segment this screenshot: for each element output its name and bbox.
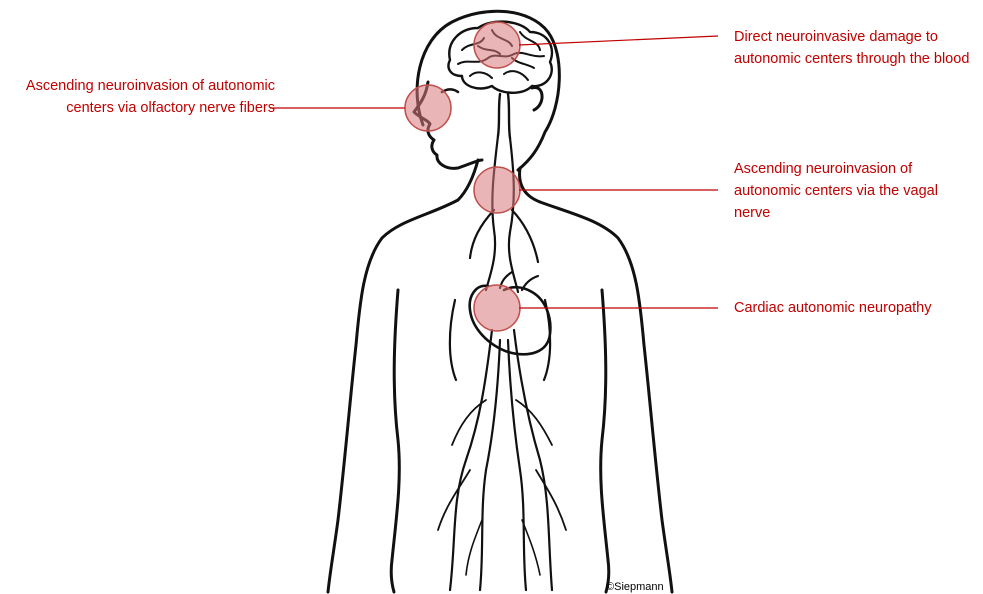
nerve-branch-neck-left [470,210,494,258]
callout-cardiac-neuropathy: Cardiac autonomic neuropathy [734,297,980,319]
nerve-branch-b [480,340,500,590]
callout-vagal-neuroinvasion: Ascending neuroinvasion of autonomic cen… [734,158,974,224]
nerve-twig-5 [466,520,482,575]
nerve-branch-c [508,340,526,590]
neck-back [520,168,540,202]
nerve-twig-4 [536,470,566,530]
brainstem [498,94,510,138]
callout-blood-damage: Direct neuroinvasive damage to autonomic… [734,26,980,70]
ear-outline [532,87,542,110]
right-torso-side [601,290,609,592]
left-shoulder-arm [328,200,458,592]
copyright-notice: ©Siepmann [606,580,664,594]
highlight-olfactory [405,85,451,131]
highlight-brain [474,22,520,68]
callout-olfactory-neuroinvasion: Ascending neuroinvasion of autonomic cen… [4,75,275,119]
highlight-vagal [474,167,520,213]
left-torso-side [391,290,399,592]
highlight-markers [405,22,520,331]
highlight-heart [474,285,520,331]
chest-left-contour [450,300,456,380]
nerve-branch-neck-right [512,210,538,262]
